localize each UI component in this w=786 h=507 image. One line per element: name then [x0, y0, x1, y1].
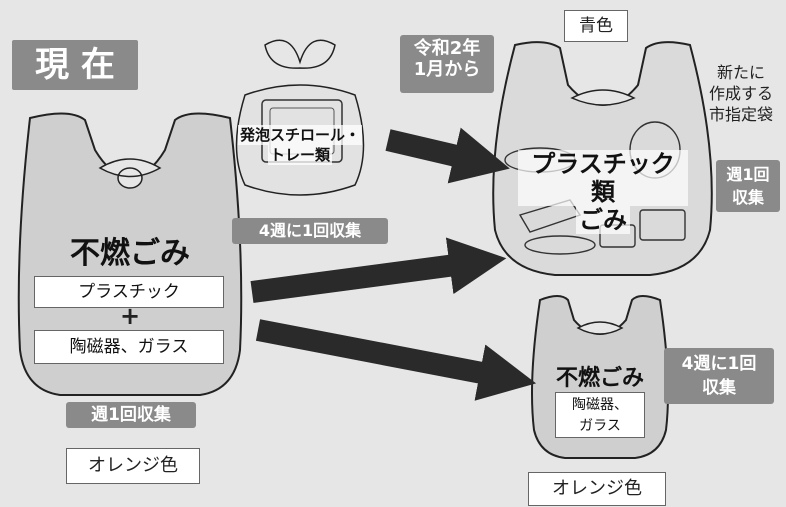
plastic-schedule-line1: 週1回: [726, 165, 770, 184]
plastic-schedule-line2: 収集: [731, 188, 764, 207]
left-bag-title: 不燃ごみ: [70, 236, 190, 271]
right-bag-title: 不燃ごみ: [555, 366, 644, 391]
plastic-title-line1: プラスチック類: [518, 150, 688, 206]
arrow-left-to-nonburnable: [255, 319, 537, 401]
note-line1: 新たに: [716, 63, 765, 82]
arrow-left-to-plastic: [250, 237, 507, 303]
right-schedule-badge: 4週に1回 収集: [664, 348, 774, 404]
transition-badge: 令和2年 1月から: [400, 35, 494, 93]
bag-knot-icon: [576, 321, 624, 335]
current-label: 現 在: [12, 40, 138, 90]
plastic-schedule-badge: 週1回 収集: [716, 160, 780, 212]
note-line3: 市指定袋: [708, 105, 773, 124]
right-bag-item-box: 陶磁器、 ガラス: [555, 392, 645, 438]
bag-knot-icon: [98, 158, 162, 189]
orange-color-label-right: オレンジ色: [528, 472, 666, 506]
styrofoam-label-line2: トレー類: [267, 145, 332, 165]
orange-color-label: オレンジ色: [66, 448, 200, 484]
plastic-bag-title: プラスチック類 ごみ: [518, 150, 688, 234]
styrofoam-schedule-badge: 4週に1回収集: [232, 218, 388, 244]
right-item-line2: ガラス: [579, 418, 621, 434]
styrofoam-label-line1: 発泡スチロール・: [237, 125, 362, 145]
right-schedule-line1: 4週に1回: [681, 354, 757, 374]
right-schedule-line2: 収集: [702, 378, 736, 398]
arrow-styrofoam-to-plastic: [385, 127, 510, 184]
blue-color-label: 青色: [564, 10, 628, 42]
left-bag-schedule-badge: 週1回収集: [66, 402, 196, 428]
bag-knot-icon: [570, 89, 636, 106]
bag-tie-icon: [264, 39, 336, 69]
left-bag-item-ceramics: 陶磁器、ガラス: [34, 330, 224, 364]
styrofoam-label: 発泡スチロール・ トレー類: [228, 125, 372, 165]
right-item-line1: 陶磁器、: [572, 397, 628, 413]
transition-line2: 1月から: [413, 58, 481, 80]
plus-sign: +: [119, 302, 141, 330]
left-bag-item-plastic: プラスチック: [34, 276, 224, 308]
plastic-title-line2: ごみ: [576, 206, 630, 234]
new-designated-bag-note: 新たに 作成する 市指定袋: [696, 62, 786, 125]
note-line2: 作成する: [708, 84, 773, 103]
transition-line1: 令和2年: [413, 38, 481, 59]
